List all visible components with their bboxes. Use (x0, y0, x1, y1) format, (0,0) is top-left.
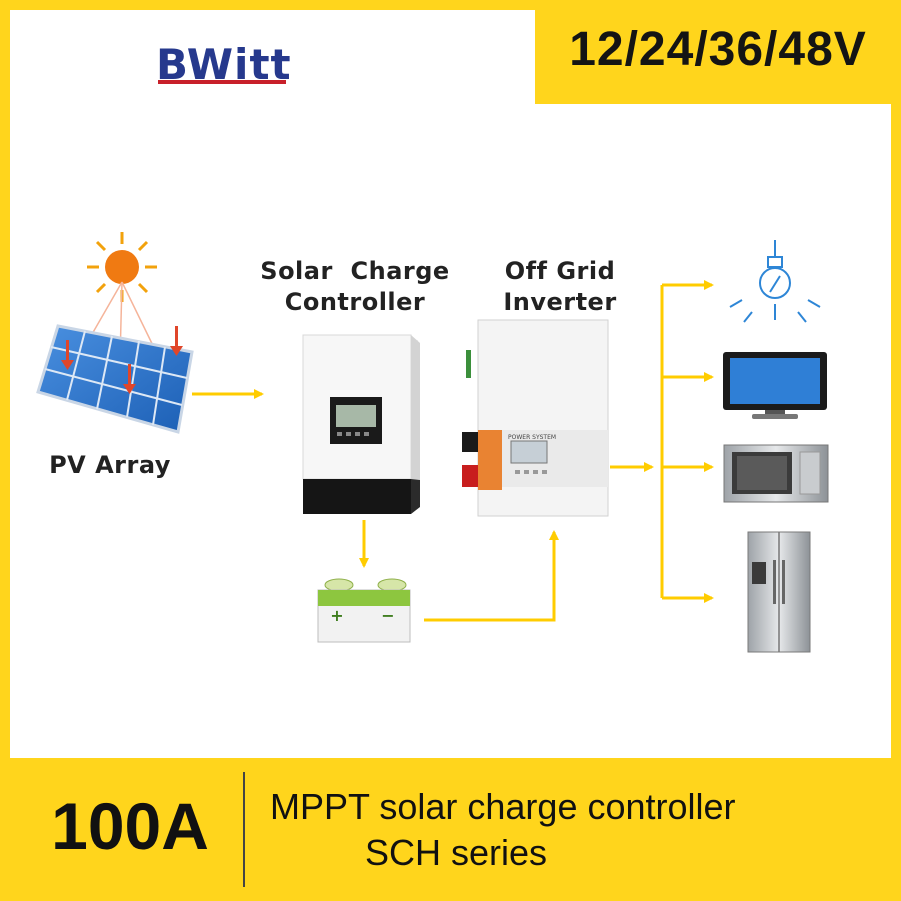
tv-icon (723, 352, 827, 419)
charge-controller-icon (302, 334, 420, 514)
arrow-battery-to-inverter (424, 530, 559, 622)
battery-plus: + (330, 606, 343, 625)
system-diagram: + − POWER SYSTEM (36, 232, 829, 653)
battery-icon: + − (317, 578, 411, 643)
product-title: MPPT solar charge controller (270, 786, 736, 827)
voltage-badge (535, 0, 901, 104)
pv-array-label: PV Array (49, 451, 171, 479)
product-series: SCH series (365, 832, 548, 873)
refrigerator-icon (747, 531, 811, 653)
battery-minus: − (381, 606, 394, 625)
inverter-label-line2: Inverter (503, 288, 617, 316)
controller-label-line2: Controller (284, 288, 426, 316)
light-bulb-icon (729, 240, 821, 323)
footer-divider (243, 772, 245, 887)
microwave-icon (723, 444, 829, 503)
inverter-icon: POWER SYSTEM (462, 319, 609, 517)
solar-panel-icon (36, 281, 194, 434)
svg-text:POWER SYSTEM: POWER SYSTEM (508, 434, 556, 441)
brand-logo-underline (158, 80, 286, 84)
inverter-label-line1: Off Grid (504, 257, 616, 285)
controller-label-line1: Solar Charge (260, 257, 450, 285)
current-rating: 100A (51, 789, 209, 863)
voltage-text: 12/24/36/48V (569, 23, 867, 76)
